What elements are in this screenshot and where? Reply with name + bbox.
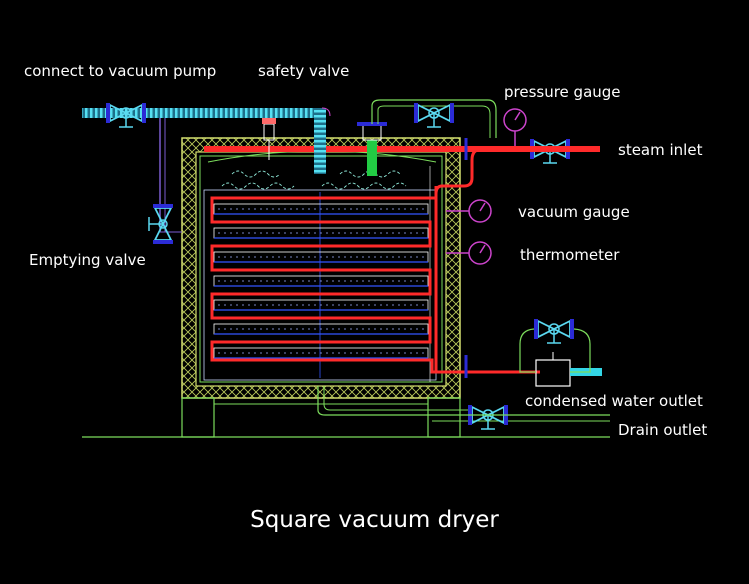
- label-safety-valve: safety valve: [258, 62, 350, 80]
- vacuum-gauge-icon: [446, 199, 492, 223]
- label-pressure-gauge: pressure gauge: [504, 83, 621, 101]
- pressure-gauge-icon: [503, 108, 527, 149]
- shelf-tray: [213, 227, 429, 239]
- label-steam-inlet: steam inlet: [618, 141, 703, 159]
- thermometer-icon: [446, 241, 492, 265]
- shelf-tray: [213, 299, 429, 311]
- shelf-tray: [213, 251, 429, 263]
- label-thermometer: thermometer: [520, 246, 620, 264]
- shelf-tray: [213, 203, 429, 215]
- vacuum-line: [82, 107, 331, 233]
- ground-lines: [82, 420, 610, 438]
- drying-shelves: [213, 203, 429, 359]
- label-condensed-water-outlet: condensed water outlet: [525, 392, 703, 410]
- drain-valve: [468, 403, 508, 431]
- label-vacuum-gauge: vacuum gauge: [518, 203, 630, 221]
- shelf-tray: [213, 275, 429, 287]
- shelf-tray: [213, 323, 429, 335]
- pressure-line-valve: [414, 101, 454, 129]
- label-drain-outlet: Drain outlet: [618, 421, 708, 439]
- pressure-connection: [357, 99, 497, 176]
- label-emptying-valve: Emptying valve: [29, 251, 146, 269]
- shelf-tray: [213, 347, 429, 359]
- dryer-body: [181, 137, 461, 438]
- safety-valve: [262, 118, 276, 160]
- steam-heating-coil: [210, 147, 600, 374]
- label-connect-vacuum-pump: connect to vacuum pump: [24, 62, 217, 80]
- emptying-valve-symbol: [147, 204, 175, 244]
- diagram-title: Square vacuum dryer: [250, 507, 499, 533]
- condensate-bypass-valve: [534, 317, 574, 345]
- drain-lines: [317, 386, 610, 416]
- condensate-trap: [519, 328, 602, 387]
